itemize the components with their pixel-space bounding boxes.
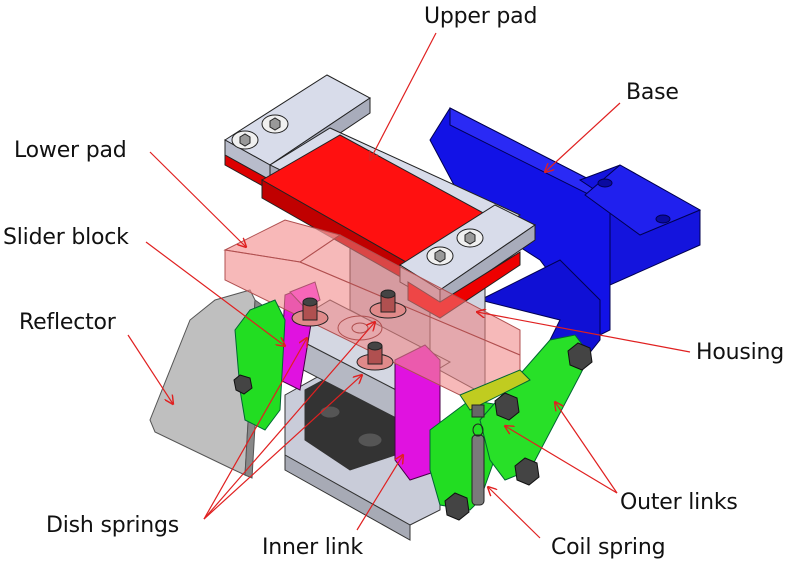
coil-spring-part: [471, 404, 485, 506]
leader-coil-spring: [488, 487, 541, 539]
label-reflector: Reflector: [19, 310, 116, 335]
label-slider-block: Slider block: [3, 225, 129, 250]
label-lower-pad: Lower pad: [14, 138, 127, 163]
label-outer-links: Outer links: [620, 490, 738, 515]
leader-outer-link-2: [555, 402, 618, 494]
leader-lines: [127, 32, 691, 539]
label-dish-springs: Dish springs: [46, 513, 180, 538]
dish-springs: [291, 289, 407, 371]
leader-dish-3: [203, 375, 362, 520]
leader-dish-2: [203, 322, 375, 520]
leader-reflector: [127, 334, 173, 404]
leader-housing: [477, 312, 691, 353]
label-inner-link: Inner link: [262, 535, 363, 560]
leader-outer-link-1: [505, 426, 618, 494]
hex-nuts: [233, 342, 593, 521]
leader-base: [545, 102, 621, 172]
leader-slider-block: [145, 241, 285, 346]
label-upper-pad: Upper pad: [424, 4, 538, 29]
leader-upper-pad: [370, 32, 437, 160]
leader-inner-link: [356, 455, 403, 531]
label-base: Base: [626, 80, 679, 105]
leader-dish-1: [203, 338, 307, 520]
label-housing: Housing: [696, 340, 785, 365]
label-coil-spring: Coil spring: [551, 535, 666, 560]
leader-lower-pad: [149, 151, 246, 247]
